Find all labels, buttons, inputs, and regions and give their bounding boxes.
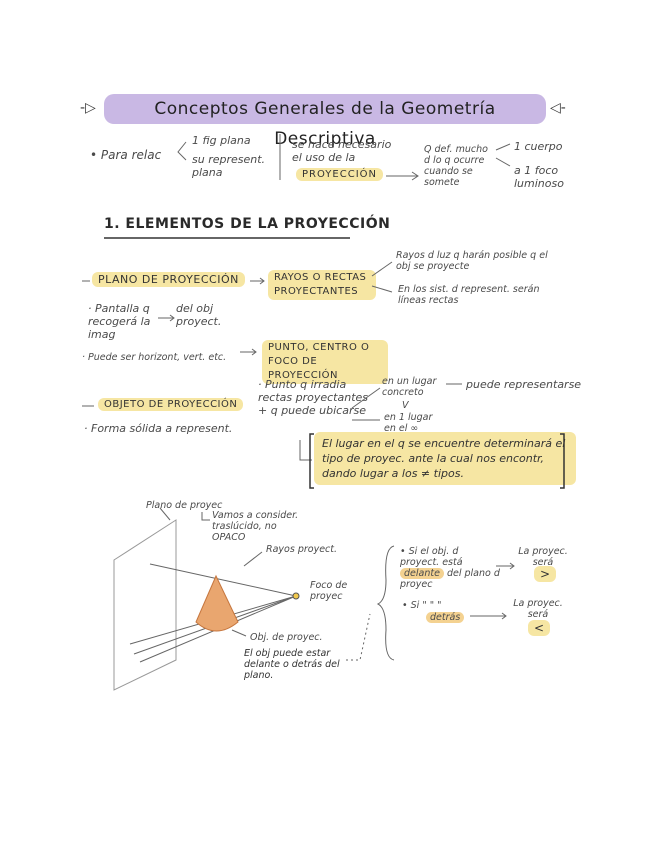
punto-title: PUNTO, CENTRO O FOCO DE PROYECCIÓN xyxy=(262,340,388,384)
intro-brace xyxy=(177,141,187,161)
case1-highlight: delante xyxy=(400,568,444,579)
section-title: 1. ELEMENTOS DE LA PROYECCIÓN xyxy=(104,216,391,232)
case1-text-a: • Si el obj. d proyect. está xyxy=(400,546,463,568)
plano-title: PLANO DE PROYECCIÓN xyxy=(92,272,245,287)
case1-text: • Si el obj. d proyect. está delante del… xyxy=(400,546,500,590)
rayos-pointer xyxy=(243,551,263,567)
diagram-obj-label: Obj. de proyec. xyxy=(250,632,323,643)
diagram-obj-note: El obj puede estar delante o detrás del … xyxy=(244,648,340,681)
ray-1 xyxy=(149,563,297,597)
intro-proyeccion: PROYECCIÓN xyxy=(296,168,383,181)
obj-pointer xyxy=(231,629,247,637)
case1-arrow xyxy=(496,562,515,570)
case2-symbol: < xyxy=(528,620,551,636)
intro-opt1: 1 fig plana xyxy=(192,134,251,147)
punto-box-arrow xyxy=(299,440,312,461)
cone-object xyxy=(195,574,239,632)
page-title: Conceptos Generales de la Geometría Desc… xyxy=(104,94,546,149)
title-left-arrow: -▷ xyxy=(80,100,96,116)
case2-highlight: detrás xyxy=(426,612,465,623)
case1-result: La proyec. será xyxy=(518,546,568,568)
case2-result: La proyec. será xyxy=(513,598,563,620)
punto-v: V xyxy=(402,400,409,411)
box-bracket-left xyxy=(309,433,314,489)
punto-opt1: en un lugar concreto xyxy=(382,376,437,398)
case1-symbol: > xyxy=(534,566,557,582)
punto-desc: · Punto q irradia rectas proyectantes + … xyxy=(258,378,369,417)
obj-note-dots xyxy=(346,613,371,661)
intro-res1: 1 cuerpo xyxy=(514,140,563,153)
intro-se-hace: se hace necesario el uso de la xyxy=(292,138,392,164)
diagram-plano-label: Plano de proyec xyxy=(146,500,223,511)
plano-desc-arrow xyxy=(158,314,175,322)
plano-desc3: · Puede ser horizont, vert. etc. xyxy=(82,352,227,363)
punto-branch xyxy=(351,387,381,421)
objeto-desc: · Forma sólida a represent. xyxy=(84,422,233,435)
page-title-text: Conceptos Generales de la Geometría Desc… xyxy=(154,99,496,149)
case2-text: • Si " " " xyxy=(402,600,442,611)
case2-arrow xyxy=(470,612,507,620)
intro-res2: a 1 foco luminoso xyxy=(514,164,564,190)
box-bracket-right xyxy=(560,433,565,489)
objeto-title: OBJETO DE PROYECCIÓN xyxy=(98,398,244,411)
cases-brace xyxy=(376,545,395,661)
case1-text-b: del plano d proyec xyxy=(400,568,500,590)
punto-opt1-result: puede representarse xyxy=(466,378,582,391)
diagram-rayos-label: Rayos proyect. xyxy=(266,544,338,555)
rayos-arrow xyxy=(250,277,265,285)
rayos-note1: Rayos d luz q harán posible q el obj se … xyxy=(396,250,548,272)
intro-note: Q def. mucho d lo q ocurre cuando se som… xyxy=(424,144,488,188)
plano-desc2: del obj proyect. xyxy=(176,302,222,328)
diagram-vamos-pointer xyxy=(201,512,210,521)
rayos-branch xyxy=(371,261,393,293)
rayos-title: RAYOS O RECTAS PROYECTANTES xyxy=(268,270,376,300)
diagram-vamos: Vamos a consider. traslúcido, no OPACO xyxy=(212,510,299,543)
intro-arrow-2 xyxy=(495,143,511,167)
diagram-plane xyxy=(113,519,177,691)
punto-box: El lugar en el q se encuentre determinar… xyxy=(314,432,576,485)
focus-point xyxy=(292,592,300,600)
punto-arrow xyxy=(240,348,257,356)
title-right-arrow: ◁- xyxy=(550,100,566,116)
intro-arrow-1 xyxy=(386,171,419,181)
punto-opt2: en 1 lugar en el ∞ xyxy=(384,412,433,434)
diagram-foco-label: Foco de proyec xyxy=(310,580,348,602)
plano-desc1: · Pantalla q recogerá la imag xyxy=(88,302,151,341)
intro-para-relac: • Para relac xyxy=(90,148,162,162)
intro-opt2: su represent. plana xyxy=(192,153,266,179)
diagram-plano-pointer xyxy=(159,507,171,521)
rayos-note2: En los sist. d represent. serán líneas r… xyxy=(398,284,540,306)
